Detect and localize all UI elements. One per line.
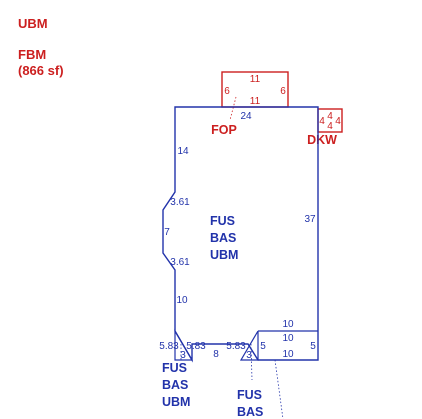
dim-bevel-mid: 7 bbox=[164, 227, 170, 238]
lower-left-wedge bbox=[174, 328, 194, 361]
dkw-label: DKW bbox=[307, 133, 337, 147]
dkw-dim-mid: 4 bbox=[327, 121, 333, 132]
lower-right-box bbox=[239, 330, 318, 361]
fop-leader bbox=[229, 96, 237, 121]
dkw-dim-left: 4 bbox=[319, 116, 325, 127]
dim-right: 37 bbox=[304, 214, 316, 225]
header-line-ubm: UBM bbox=[18, 16, 48, 31]
dkw-dim-top: 4 bbox=[327, 111, 333, 122]
dkw-dim-right: 4 bbox=[335, 116, 341, 127]
header-line-fbm: FBM bbox=[18, 47, 47, 62]
dim-bottom-left-b: 5.83 bbox=[186, 341, 206, 352]
main-outline bbox=[162, 106, 319, 363]
fop-dim-left: 6 bbox=[224, 86, 230, 97]
dim-bottom-left-a: 5.83 bbox=[159, 341, 179, 352]
dim-bevel-upper: 3.61 bbox=[170, 197, 190, 208]
main-area-line3: UBM bbox=[210, 248, 238, 262]
lower-left-area-line3: UBM bbox=[162, 395, 190, 409]
main-area-line1: FUS bbox=[210, 214, 235, 228]
main-area-line2: BAS bbox=[210, 231, 236, 245]
fop-label: FOP bbox=[211, 123, 237, 137]
dim-left-lower: 10 bbox=[176, 295, 188, 306]
lower-left-area-line1: FUS bbox=[162, 361, 187, 375]
dim-right-box-mid: 10 bbox=[282, 333, 294, 344]
dim-bottom-mid: 8 bbox=[213, 349, 219, 360]
lower-right-area-line2: BAS bbox=[237, 405, 263, 419]
dim-bottom-right-b: 5 bbox=[260, 341, 266, 352]
fop-dim-right: 6 bbox=[280, 86, 286, 97]
dim-bottom-left-notch: 3 bbox=[180, 350, 186, 361]
dim-bottom-right-a: 5.83 bbox=[226, 341, 246, 352]
fop-dim-top: 11 bbox=[250, 74, 261, 85]
dim-left-upper: 14 bbox=[177, 146, 189, 157]
dim-bottom-right-notch: 3 bbox=[246, 350, 252, 361]
fop-dim-below: 24 bbox=[240, 111, 252, 122]
header-line-area: (866 sf) bbox=[18, 63, 64, 78]
dim-right-box-side: 5 bbox=[310, 341, 316, 352]
dim-right-box-bottom: 10 bbox=[282, 349, 294, 360]
dim-right-box-top: 10 bbox=[282, 319, 294, 330]
right-leaders bbox=[250, 343, 284, 419]
lower-left-area-line2: BAS bbox=[162, 378, 188, 392]
fop-dim-inner: 11 bbox=[250, 96, 261, 107]
dim-bevel-lower: 3.61 bbox=[170, 257, 190, 268]
lower-right-area-line1: FUS bbox=[237, 388, 262, 402]
